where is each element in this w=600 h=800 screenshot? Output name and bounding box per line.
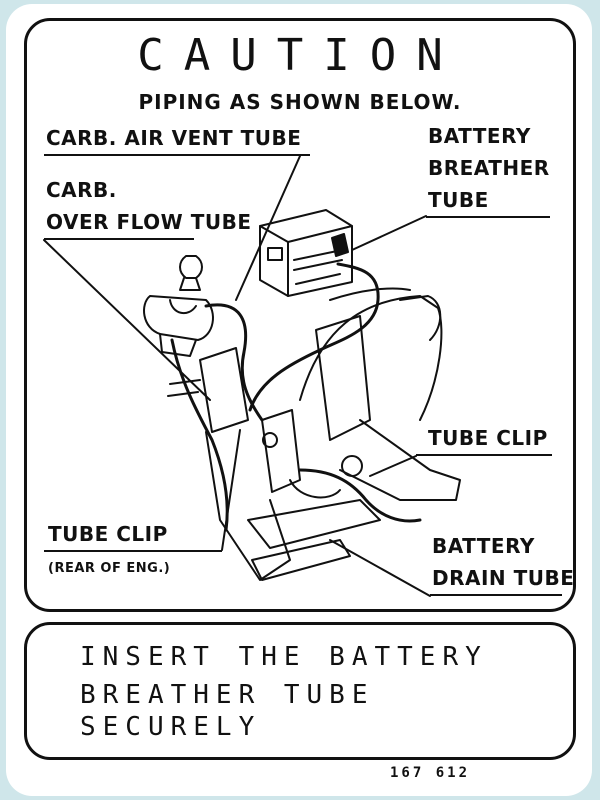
caution-subtitle: PIPING AS SHOWN BELOW. — [138, 90, 462, 114]
instruction-line-1: INSERT THE BATTERY — [80, 642, 488, 672]
leader-carb-overflow — [43, 239, 211, 401]
diagram-panel — [24, 18, 576, 612]
label-carb-air-vent-tube: CARB. AIR VENT TUBE — [46, 126, 302, 150]
tube-routing — [170, 262, 422, 532]
carburetor-illustration — [143, 255, 214, 357]
underline-tube-clip-left — [44, 550, 222, 552]
engine-frame-illustration — [167, 287, 461, 581]
label-carb-overflow-2: OVER FLOW TUBE — [46, 210, 252, 234]
part-number: 167 612 — [390, 765, 471, 781]
battery-breather-tube — [248, 262, 380, 412]
label-battery-breather-2: BREATHER — [428, 156, 550, 180]
underline-tube-clip-right — [416, 454, 552, 456]
label-tube-clip-left: TUBE CLIP — [48, 522, 168, 546]
label-battery-breather-3: TUBE — [428, 188, 489, 212]
carb-overflow-tube — [170, 338, 229, 532]
underline-carb-overflow — [44, 238, 194, 240]
leader-tube-clip-right — [369, 455, 417, 477]
instruction-panel — [24, 622, 576, 760]
battery-illustration — [259, 209, 353, 297]
label-tube-clip-left-note: (REAR OF ENG.) — [48, 561, 171, 576]
leader-battery-breather — [351, 215, 427, 251]
underline-battery-breather — [426, 216, 550, 218]
caution-title: CAUTION — [137, 30, 463, 81]
leader-carb-air-vent — [235, 155, 301, 301]
underline-carb-air-vent — [44, 154, 310, 156]
label-battery-drain-2: DRAIN TUBE — [432, 566, 575, 590]
battery-drain-tube — [298, 468, 422, 523]
label-battery-breather-1: BATTERY — [428, 124, 531, 148]
instruction-line-2: BREATHER TUBE — [80, 680, 375, 710]
underline-battery-drain — [430, 594, 562, 596]
instruction-line-3: SECURELY — [80, 712, 262, 742]
label-battery-drain-1: BATTERY — [432, 534, 535, 558]
label-carb-overflow-1: CARB. — [46, 178, 117, 202]
carb-air-vent-tube — [204, 303, 264, 422]
label-tube-clip-right: TUBE CLIP — [428, 426, 548, 450]
